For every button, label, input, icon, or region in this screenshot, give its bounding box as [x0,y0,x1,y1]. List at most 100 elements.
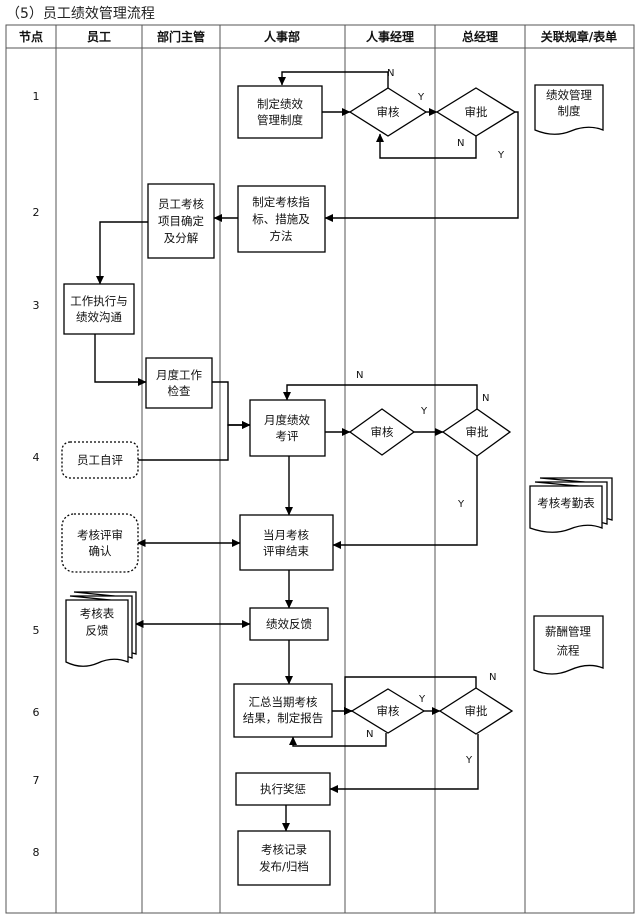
node-label-line: 员工自评 [77,453,123,467]
decision-diamond [348,408,416,456]
process-box [249,607,329,641]
node-label-review-3: 审核 [377,704,400,718]
node-label-line: 标、措施及 [252,212,310,226]
node-texts: 制定绩效管理制度审核审批绩效管理制度员工考核项目确定及分解制定考核指标、措施及方… [70,88,595,874]
step-number: 1 [33,90,40,103]
node-label-line: 薪酬管理 [545,625,591,639]
node-label-line: 执行奖惩 [260,782,306,796]
edge-label-yes: Y [497,150,505,161]
node-label-line: 绩效沟通 [76,310,122,324]
edge-label-yes: Y [420,406,428,417]
arrow [324,111,519,222]
edge-labels: N Y N Y N Y N Y N Y N Y [356,68,505,766]
stacked-document-shape [65,599,129,667]
node-label-employee-items: 员工考核项目确定及分解 [158,197,204,245]
node-label-line: 考核表 [80,607,115,621]
arrow [278,71,389,88]
arrow [344,676,477,715]
node-label-attendance-form: 考核考勤表 [537,496,595,510]
step-numbers: 1 2 3 4 5 6 7 8 [33,90,40,859]
node-label-line: 审核 [377,704,400,718]
node-label-approve-1: 审批 [465,105,488,119]
edge-label-yes: Y [417,92,425,103]
node-label-line: 流程 [557,644,580,658]
node-label-approve-2: 审批 [466,425,489,439]
column-headers: 节点 员工 部门主管 人事部 人事经理 总经理 关联规章/表单 [19,29,617,44]
col-header-hr-manager: 人事经理 [366,29,414,44]
edge-label-no: N [489,672,496,683]
node-label-formulate-indicators: 制定考核指标、措施及方法 [252,195,310,243]
rounded-box [61,513,139,573]
edge-label-yes: Y [418,694,426,705]
node-label-line: 当月考核 [263,528,309,542]
node-label-line: 考评 [276,429,299,443]
node-label-line: 绩效管理 [546,88,592,102]
node-label-line: 制定考核指 [252,195,310,209]
process-box [237,85,323,139]
node-label-summary-report: 汇总当期考核结果，制定报告 [243,695,324,725]
edge-label-no: N [457,138,464,149]
decision-diamond [435,87,517,137]
decision-diamond [441,408,512,457]
rounded-box [61,441,139,479]
arrow [376,133,477,159]
step-number: 8 [33,846,40,859]
node-label-line: 方法 [270,229,293,243]
arrow [94,334,147,386]
col-header-node: 节点 [19,29,43,44]
process-box [145,357,213,409]
node-label-line: 审核 [377,105,400,119]
arrow [96,221,148,285]
node-label-approve-3: 审批 [465,704,488,718]
arrow [329,734,479,793]
connectors [94,71,519,832]
node-label-line: 考核记录 [261,843,307,857]
stacked-document-shape [529,485,603,533]
decision-diamond [438,687,514,735]
node-label-line: 及分解 [164,231,199,245]
shapes [61,84,613,886]
node-label-line: 月度绩效 [264,413,310,427]
node-label-line: 审批 [466,425,489,439]
swimlane-table [5,24,635,914]
document-shape [533,615,604,675]
step-number: 6 [33,706,40,719]
col-header-employee: 员工 [87,30,111,44]
arrow [283,384,478,409]
page-title: （5）员工绩效管理流程 [6,6,155,22]
arrow [289,733,387,747]
col-header-gm: 总经理 [462,29,498,44]
col-header-hr: 人事部 [264,29,300,44]
step-number: 7 [33,774,40,787]
edge-label-no: N [482,393,489,404]
edge-label-no: N [366,729,373,740]
node-label-line: 员工考核 [158,197,204,211]
node-label-monthly-check: 月度工作检查 [156,368,202,398]
node-label-salary-doc: 薪酬管理流程 [545,625,591,658]
node-label-line: 结果，制定报告 [243,711,324,725]
col-header-dept-manager: 部门主管 [157,29,205,44]
process-box [233,683,333,738]
node-label-line: 审批 [465,105,488,119]
node-label-reward-punish: 执行奖惩 [260,782,306,796]
edge-label-no: N [387,68,394,79]
process-box [237,185,326,253]
node-label-line: 反馈 [86,624,109,638]
decision-diamond [348,87,428,137]
node-label-line: 审批 [465,704,488,718]
node-label-line: 考核评审 [77,528,123,542]
step-number: 5 [33,624,40,637]
node-label-line: 工作执行与 [70,294,128,308]
decision-diamond [350,688,426,734]
arrow [212,381,251,429]
node-label-line: 绩效反馈 [266,617,312,631]
node-label-monthly-eval: 月度绩效考评 [264,413,310,443]
node-label-line: 检查 [168,384,191,398]
arrow [138,421,251,461]
node-label-line: 项目确定 [158,214,204,228]
node-label-formulate-policy: 制定绩效管理制度 [257,97,303,127]
node-label-line: 汇总当期考核 [249,695,318,709]
step-number: 3 [33,299,40,312]
